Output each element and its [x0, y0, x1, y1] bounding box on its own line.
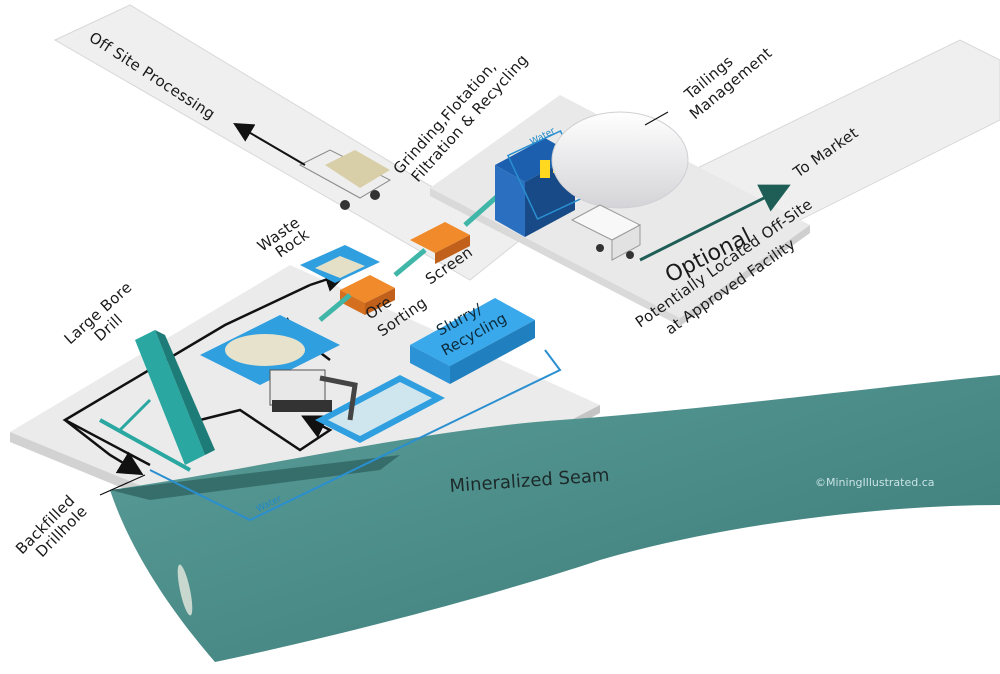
- box-truck: [570, 204, 642, 261]
- processing-pad-edge: [680, 225, 810, 326]
- mineralized-seam: [110, 375, 1000, 662]
- processing-pad-edge-left: [430, 188, 680, 326]
- flow-line-slurry: [199, 408, 333, 452]
- off-site-arrow: [233, 122, 306, 166]
- seam-cut-face: [110, 455, 400, 500]
- large-bore-drill: [99, 330, 215, 472]
- slurry-tank-top: [410, 298, 535, 366]
- tailings-leader-line: [644, 111, 669, 126]
- haul-truck: [298, 149, 392, 210]
- slurry-tank-front: [410, 345, 450, 384]
- screen-machine: [410, 222, 470, 264]
- slurry-tank-side: [450, 320, 535, 384]
- settling-pond-water: [328, 382, 432, 436]
- watermark: ©MiningIllustrated.ca: [815, 476, 935, 489]
- tailings-dome: [551, 111, 689, 209]
- flow-line-drill-to-sorting: [62, 283, 311, 467]
- conveyor-to-sorting: [318, 293, 352, 322]
- backfilled-drillhole-plug: [177, 564, 193, 616]
- ore-stockpile: [225, 334, 305, 366]
- flow-line-to-drillhole: [64, 419, 144, 476]
- waste-rock-pile: [315, 256, 365, 278]
- excavator: [269, 369, 358, 421]
- backfilled-leader-line: [99, 474, 146, 496]
- to-market-arrow: [639, 184, 791, 262]
- water-line: [149, 349, 562, 522]
- conveyor-to-screen: [393, 248, 427, 277]
